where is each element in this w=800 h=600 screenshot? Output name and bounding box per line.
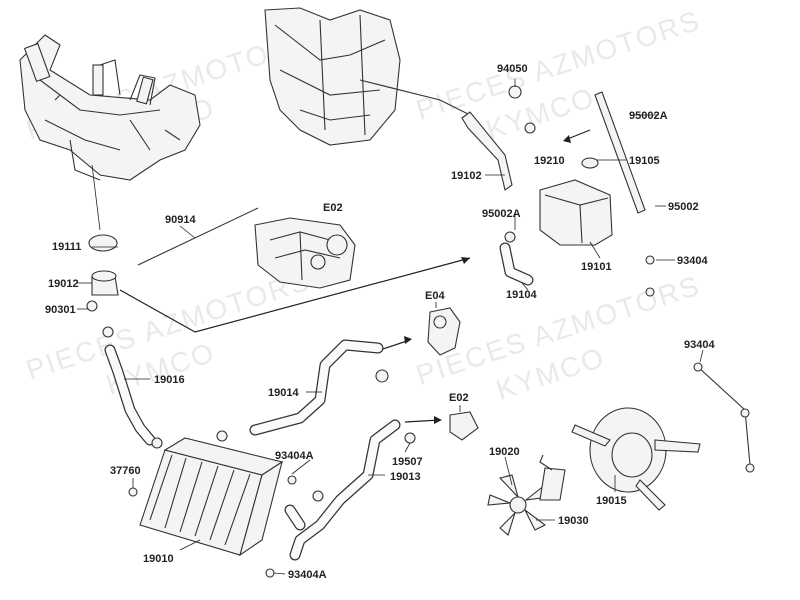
label-19015: 19015: [596, 495, 627, 507]
label-19020: 19020: [489, 446, 520, 458]
fan-shroud-19015: [571, 407, 701, 511]
clip-95002A: [504, 231, 516, 243]
bracket-19102: [461, 111, 513, 191]
clamp-19507: [404, 432, 416, 444]
label-19507: 19507: [392, 456, 423, 468]
label-e04: E04: [425, 290, 445, 302]
label-19030: 19030: [558, 515, 589, 527]
fan-motor-19030: [539, 467, 566, 501]
clamp-19014: [375, 369, 389, 383]
rod-19105: [594, 91, 646, 214]
label-19104: 19104: [506, 289, 537, 301]
frame-upper-center: [264, 7, 471, 146]
label-19111: 19111: [52, 241, 81, 253]
thermostat-e02: [449, 411, 479, 441]
radiator-19010: [139, 437, 284, 557]
label-95002: 95002: [668, 201, 699, 213]
fan-blade-19020: [487, 474, 549, 536]
label-93404A-bottom: 93404A: [288, 569, 327, 581]
bolt-93404A-bottom: [265, 568, 275, 578]
bolt-93404-far: [693, 362, 703, 372]
bolt-93404: [645, 255, 655, 265]
label-19016: 19016: [154, 374, 185, 386]
water-pump-e04: [427, 307, 461, 356]
label-19102: 19102: [451, 170, 482, 182]
label-93404A-mid: 93404A: [275, 450, 314, 462]
label-94050: 94050: [497, 63, 528, 75]
label-95002A-top: 95002A: [629, 110, 668, 122]
label-19105: 19105: [629, 155, 660, 167]
bolt-93404A: [287, 475, 297, 485]
clamp-19016: [102, 326, 114, 338]
label-90914: 90914: [165, 214, 196, 226]
label-19210: 19210: [534, 155, 565, 167]
label-19101: 19101: [581, 261, 612, 273]
label-19014: 19014: [268, 387, 299, 399]
reservoir-19101: [539, 179, 613, 246]
bolt-90301: [86, 300, 98, 312]
hose-90914: [137, 207, 259, 266]
grommet-19210: [581, 157, 599, 169]
nut-94050-b: [524, 122, 536, 134]
label-90301: 90301: [45, 304, 76, 316]
frame-section: [19, 34, 201, 181]
connection-arrow: [119, 257, 471, 333]
label-95002A-mid: 95002A: [482, 208, 521, 220]
leader-lines: [77, 79, 704, 575]
nut-94050: [508, 85, 522, 99]
label-37760: 37760: [110, 465, 141, 477]
label-93404-far: 93404: [684, 339, 715, 351]
label-e02-top: E02: [323, 202, 343, 214]
sensor-37760: [128, 487, 138, 497]
label-19010: 19010: [143, 553, 174, 565]
label-93404-right: 93404: [677, 255, 708, 267]
label-19012: 19012: [48, 278, 79, 290]
engine-e02: [254, 217, 356, 289]
radiator-cap-19111: [88, 234, 118, 252]
part-labels: 94050 95002A 19210 19105 19102 95002 950…: [45, 63, 715, 581]
label-e02-mid: E02: [449, 392, 469, 404]
label-19013: 19013: [390, 471, 421, 483]
